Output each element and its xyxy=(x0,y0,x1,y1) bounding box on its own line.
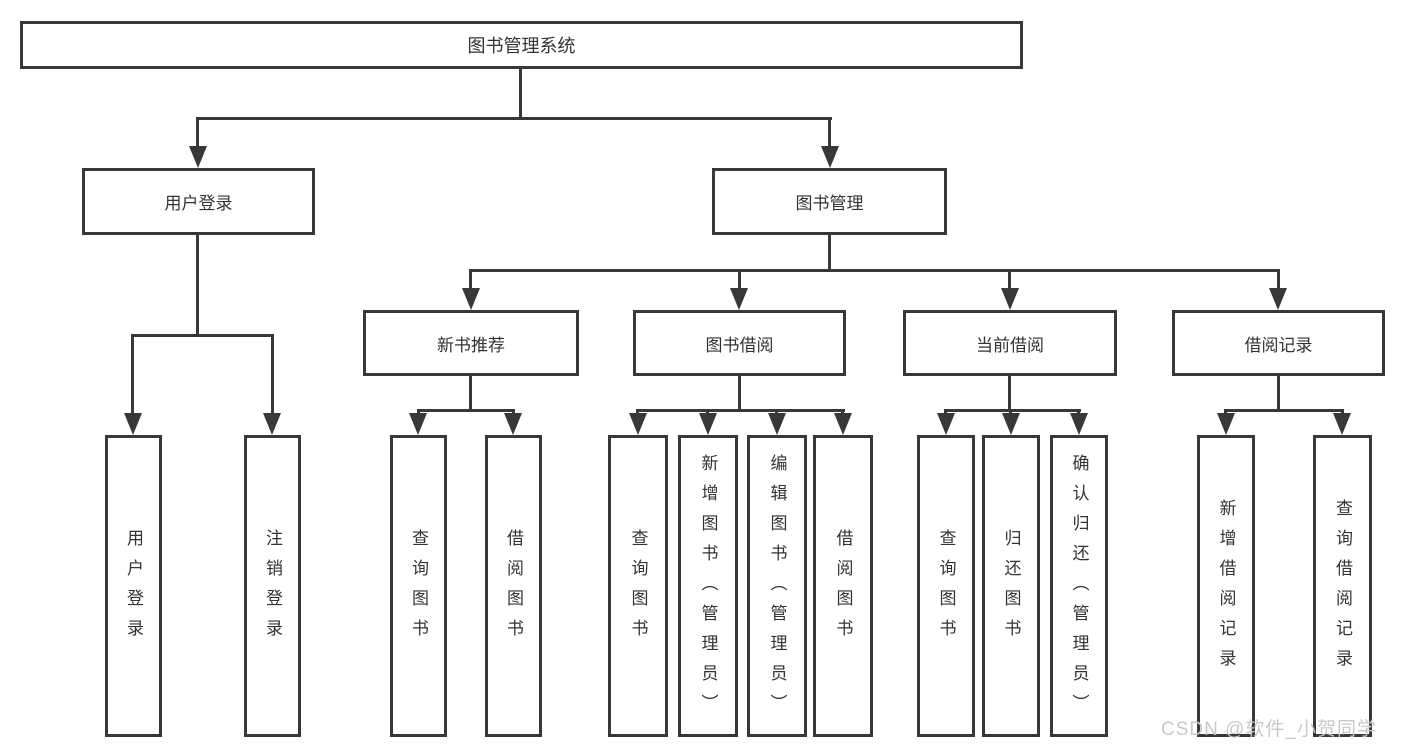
leaf-add-borrow-record-label: 新增借阅记录 xyxy=(1216,499,1236,679)
arrow-down-icon xyxy=(937,413,955,435)
connector-line xyxy=(841,409,844,415)
node-user-login: 用户登录 xyxy=(82,168,315,235)
connector-line xyxy=(131,334,274,337)
leaf-return-book-label: 归还图书 xyxy=(1001,529,1021,649)
arrow-down-icon xyxy=(699,413,717,435)
leaf-edit-book-admin: 编辑图书（管理员） xyxy=(747,435,807,737)
connector-line xyxy=(636,409,639,415)
leaf-user-login-label: 用户登录 xyxy=(124,529,143,649)
connector-line xyxy=(1009,409,1012,415)
connector-line xyxy=(271,334,274,415)
connector-line xyxy=(1277,374,1280,412)
arrow-down-icon xyxy=(1002,413,1020,435)
arrow-down-icon xyxy=(124,413,142,435)
arrow-down-icon xyxy=(263,413,281,435)
leaf-confirm-return-admin: 确认归还（管理员） xyxy=(1050,435,1108,737)
leaf-query-books-1: 查询图书 xyxy=(390,435,447,737)
leaf-borrow-books-2: 借阅图书 xyxy=(813,435,873,737)
arrow-down-icon xyxy=(768,413,786,435)
node-borrow-records: 借阅记录 xyxy=(1172,310,1385,376)
leaf-borrow-books-1: 借阅图书 xyxy=(485,435,542,737)
node-new-book-recommend: 新书推荐 xyxy=(363,310,579,376)
connector-line xyxy=(775,409,778,415)
node-book-management-label: 图书管理 xyxy=(795,194,864,213)
connector-line xyxy=(636,409,845,412)
connector-line xyxy=(1008,269,1011,290)
node-book-management: 图书管理 xyxy=(712,168,947,235)
csdn-watermark: CSDN @软件_小贺同学 xyxy=(1161,719,1377,740)
connector-line xyxy=(738,374,741,412)
node-book-borrow: 图书借阅 xyxy=(633,310,846,376)
connector-line xyxy=(469,374,472,412)
connector-line xyxy=(519,68,522,120)
connector-line xyxy=(738,269,741,290)
connector-line xyxy=(944,409,1081,412)
arrow-down-icon xyxy=(409,413,427,435)
connector-line xyxy=(828,117,831,148)
connector-line xyxy=(1008,374,1011,412)
arrow-down-icon xyxy=(1217,413,1235,435)
arrow-down-icon xyxy=(730,288,748,310)
connector-line xyxy=(1224,409,1227,415)
arrow-down-icon xyxy=(834,413,852,435)
node-book-borrow-label: 图书借阅 xyxy=(705,335,774,355)
connector-line xyxy=(469,269,472,290)
connector-line xyxy=(131,334,134,415)
connector-line xyxy=(196,117,199,148)
leaf-borrow-books-2-label: 借阅图书 xyxy=(833,529,853,649)
connector-line xyxy=(828,234,831,272)
node-current-borrow: 当前借阅 xyxy=(903,310,1117,376)
leaf-query-books-1-label: 查询图书 xyxy=(409,529,428,649)
arrow-down-icon xyxy=(1070,413,1088,435)
node-new-book-recommend-label: 新书推荐 xyxy=(437,335,505,355)
connector-line xyxy=(196,234,199,337)
leaf-return-book: 归还图书 xyxy=(982,435,1040,737)
arrow-down-icon xyxy=(1269,288,1287,310)
connector-line xyxy=(417,409,420,415)
node-library-system-label: 图书管理系统 xyxy=(467,36,576,56)
connector-line xyxy=(1077,409,1080,415)
arrow-down-icon xyxy=(189,146,207,168)
leaf-add-book-admin: 新增图书（管理员） xyxy=(678,435,738,737)
leaf-query-books-3-label: 查询图书 xyxy=(936,529,956,649)
arrow-down-icon xyxy=(1333,413,1351,435)
connector-line xyxy=(512,409,515,415)
arrow-down-icon xyxy=(1001,288,1019,310)
leaf-add-borrow-record: 新增借阅记录 xyxy=(1197,435,1255,737)
connector-line xyxy=(417,409,515,412)
arrow-down-icon xyxy=(462,288,480,310)
leaf-query-books-2: 查询图书 xyxy=(608,435,668,737)
arrow-down-icon xyxy=(629,413,647,435)
connector-line xyxy=(1277,269,1280,290)
node-current-borrow-label: 当前借阅 xyxy=(976,335,1044,355)
leaf-borrow-books-1-label: 借阅图书 xyxy=(504,529,523,649)
connector-line xyxy=(196,117,832,120)
arrow-down-icon xyxy=(504,413,522,435)
node-borrow-records-label: 借阅记录 xyxy=(1244,335,1313,355)
connector-line xyxy=(1341,409,1344,415)
connector-line xyxy=(469,269,1280,272)
arrow-down-icon xyxy=(821,146,839,168)
leaf-logout: 注销登录 xyxy=(244,435,301,737)
leaf-query-books-2-label: 查询图书 xyxy=(628,529,648,649)
leaf-query-borrow-record: 查询借阅记录 xyxy=(1313,435,1372,737)
connector-line xyxy=(1224,409,1344,412)
node-library-system: 图书管理系统 xyxy=(20,21,1023,69)
node-user-login-label: 用户登录 xyxy=(164,194,233,213)
connector-line xyxy=(706,409,709,415)
leaf-confirm-return-admin-label: 确认归还（管理员） xyxy=(1069,454,1089,724)
leaf-edit-book-admin-label: 编辑图书（管理员） xyxy=(767,454,787,724)
connector-line xyxy=(944,409,947,415)
leaf-add-book-admin-label: 新增图书（管理员） xyxy=(698,454,718,724)
leaf-user-login: 用户登录 xyxy=(105,435,162,737)
leaf-query-borrow-record-label: 查询借阅记录 xyxy=(1333,499,1352,679)
leaf-query-books-3: 查询图书 xyxy=(917,435,975,737)
leaf-logout-label: 注销登录 xyxy=(263,529,282,649)
